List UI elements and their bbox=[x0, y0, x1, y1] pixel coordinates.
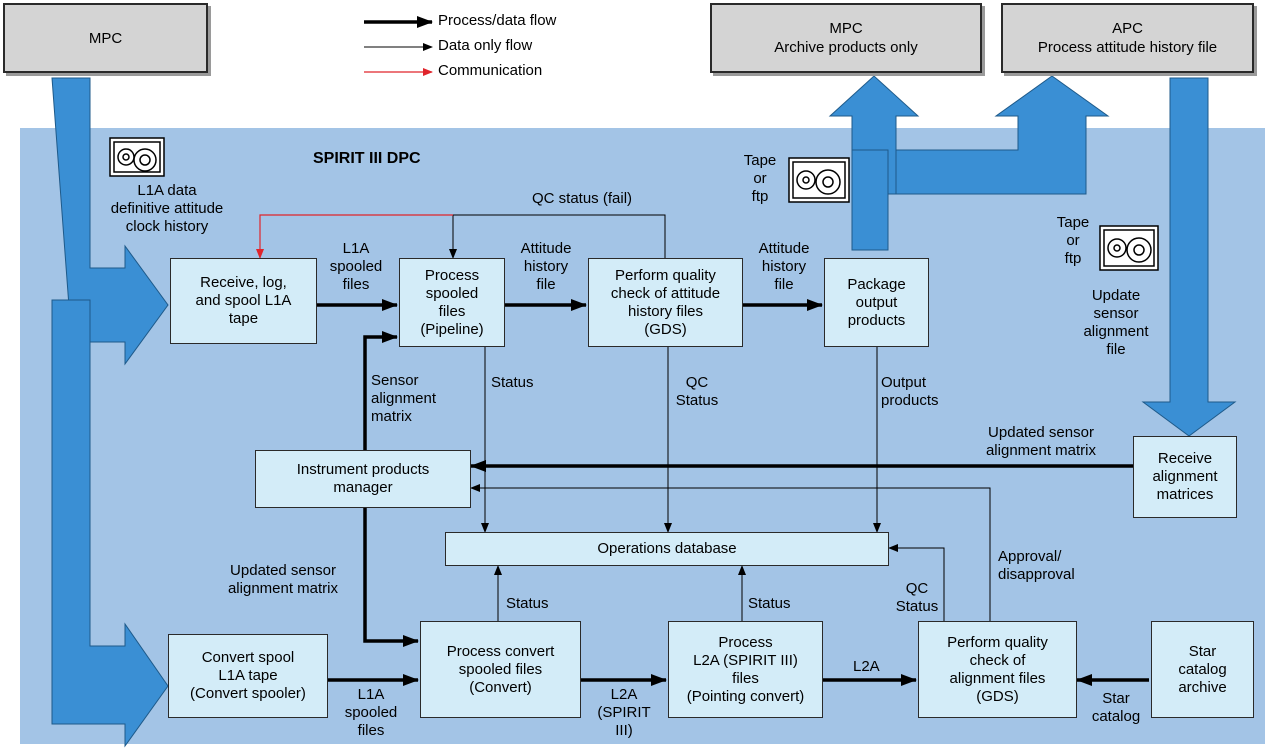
flow-qc-fail bbox=[449, 214, 666, 259]
fat-arrow-package-mpc bbox=[828, 75, 920, 195]
label-star-catalog: Star catalog bbox=[1091, 690, 1141, 725]
diagram-title: SPIRIT III DPC bbox=[313, 150, 421, 167]
label-status-3: Status bbox=[748, 595, 791, 612]
label-attitude-history-2: Attitude history file bbox=[758, 240, 810, 293]
label-qc-status-1: QC Status bbox=[675, 374, 719, 409]
process-convert-box: Process convert spooled files (Convert) bbox=[420, 621, 581, 718]
qc-alignment-box: Perform quality check of alignment files… bbox=[918, 621, 1077, 718]
label-update-sensor: Update sensor alignment file bbox=[1083, 287, 1149, 358]
tape-reel-icon bbox=[1099, 225, 1159, 271]
label-status-2: Status bbox=[506, 595, 549, 612]
convert-spool-box: Convert spool L1A tape (Convert spooler) bbox=[168, 634, 328, 718]
flow-qcalign-status bbox=[888, 544, 945, 621]
label-tape-or-ftp-1: Tape or ftp bbox=[743, 152, 777, 205]
label-qc-status-2: QC Status bbox=[895, 580, 939, 615]
comm-to-receive bbox=[256, 214, 453, 259]
flow-ipm-to-process bbox=[363, 331, 398, 450]
legend-data-only-flow: Data only flow bbox=[438, 37, 533, 54]
label-qc-status-fail: QC status (fail) bbox=[532, 190, 633, 207]
label-approval: Approval/ disapproval bbox=[998, 548, 1075, 583]
label-attitude-history-1: Attitude history file bbox=[520, 240, 572, 293]
fat-arrow-package-up bbox=[851, 75, 1110, 251]
operations-database-box: Operations database bbox=[445, 532, 889, 566]
label-l1a-spooled-1: L1A spooled files bbox=[329, 240, 383, 293]
process-l2a-box: Process L2A (SPIRIT III) files (Pointing… bbox=[668, 621, 823, 718]
label-updated-sensor-2: Updated sensor alignment matrix bbox=[227, 562, 339, 597]
label-l1a-spooled-2: L1A spooled files bbox=[344, 686, 398, 739]
mpc-source-box: MPC bbox=[3, 3, 208, 73]
label-tape-or-ftp-2: Tape or ftp bbox=[1056, 214, 1090, 267]
tape-reel-icon bbox=[788, 157, 850, 203]
process-spooled-box: Process spooled files (Pipeline) bbox=[399, 258, 505, 347]
label-output-products: Output products bbox=[881, 374, 939, 409]
legend-communication: Communication bbox=[438, 62, 543, 79]
tape-reel-icon bbox=[109, 137, 165, 177]
receive-alignment-box: Receive alignment matrices bbox=[1133, 436, 1237, 518]
star-catalog-archive-box: Star catalog archive bbox=[1151, 621, 1254, 718]
fat-arrow-mpc-convert bbox=[51, 299, 169, 748]
fat-arrow-apc-down bbox=[1141, 77, 1237, 437]
label-sensor-alignment-matrix: Sensor alignment matrix bbox=[371, 372, 437, 425]
legend-process-data-flow: Process/data flow bbox=[438, 12, 557, 29]
label-l2a-spirit: L2A (SPIRIT III) bbox=[597, 686, 651, 739]
mpc-archive-box: MPC Archive products only bbox=[710, 3, 982, 73]
label-status-1: Status bbox=[491, 374, 534, 391]
label-l1a-data: L1A data definitive attitude clock histo… bbox=[110, 182, 224, 235]
receive-log-spool-box: Receive, log, and spool L1A tape bbox=[170, 258, 317, 344]
qc-attitude-box: Perform quality check of attitude histor… bbox=[588, 258, 743, 347]
flow-approval bbox=[470, 484, 991, 621]
package-output-box: Package output products bbox=[824, 258, 929, 347]
label-updated-sensor-1: Updated sensor alignment matrix bbox=[985, 424, 1097, 459]
apc-box: APC Process attitude history file bbox=[1001, 3, 1254, 73]
label-l2a: L2A bbox=[853, 658, 880, 675]
instrument-products-manager-box: Instrument products manager bbox=[255, 450, 471, 508]
flow-ipm-to-convert bbox=[363, 488, 419, 647]
